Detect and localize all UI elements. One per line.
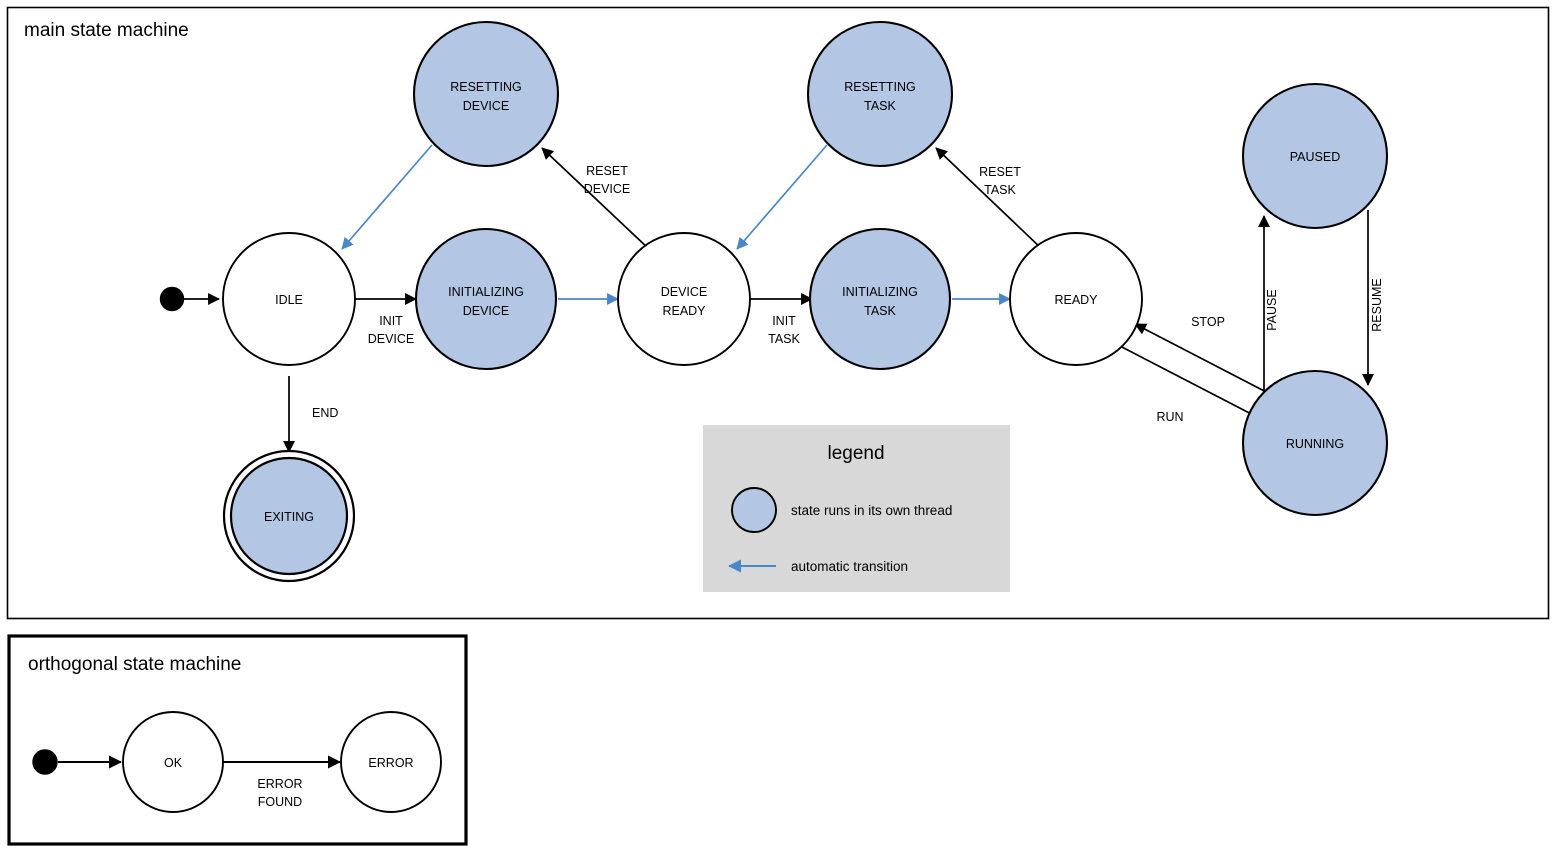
state-exiting-circle[interactable] [229,456,349,576]
legend-automatic-transition-text: automatic transition [791,559,908,574]
legend-threaded-state-text: state runs in its own thread [791,503,952,518]
state-running-label: RUNNING [1286,437,1344,451]
state-initializing-device-circle[interactable] [414,227,558,371]
legend: legend state runs in its own thread auto… [703,425,1010,592]
state-ready-label: READY [1054,293,1098,307]
orthogonal-state-error[interactable]: ERROR [340,711,442,813]
transition-start-idle [159,286,220,312]
legend-title: legend [827,443,884,464]
state-resetting-task[interactable]: RESETTING TASK [806,20,954,168]
transition-ready-resetting-task: RESET TASK [935,147,1044,251]
edge-label-reset-device-line1: RESET [586,164,628,178]
state-resetting-task-label-line1: RESETTING [844,80,916,94]
state-paused[interactable]: PAUSED [1241,82,1389,230]
edge-label-init-device-line1: INIT [379,314,403,328]
main-transitions: INIT DEVICE RESET DEVICE END INIT TASK [159,144,1384,453]
legend-threaded-state-icon [731,487,777,533]
orthogonal-transition-start-ok [32,749,123,775]
edge-label-init-task-line2: TASK [768,332,800,346]
edge-label-reset-device-line2: DEVICE [584,182,631,196]
edge-label-stop: STOP [1191,315,1225,329]
transition-device-ready-init-task: INIT TASK [750,293,813,346]
state-initializing-device-label-line1: INITIALIZING [448,285,524,299]
state-initializing-task-label-line1: INITIALIZING [842,285,918,299]
state-paused-circle[interactable] [1241,82,1389,230]
state-device-ready[interactable]: DEVICE READY [617,232,751,366]
orthogonal-state-ok[interactable]: OK [122,711,224,813]
main-frame-title: main state machine [24,20,189,41]
resetting-task-device-ready-arrow [736,144,828,250]
state-device-ready-label-line1: DEVICE [661,285,708,299]
edge-label-reset-task-line2: TASK [984,183,1016,197]
transition-idle-exiting: END [283,376,338,453]
state-device-ready-label-line2: READY [662,304,706,318]
transition-running-ready: STOP [1134,315,1271,395]
state-ready-circle[interactable] [1009,232,1143,366]
orthogonal-transition-ok-error: ERROR FOUND [222,755,342,809]
state-resetting-device-label-line2: DEVICE [463,99,510,113]
state-idle-label: IDLE [275,293,303,307]
orthogonal-state-error-label: ERROR [368,756,413,770]
legend-entry-threaded-state: state runs in its own thread [731,487,952,533]
transition-idle-init-device: INIT DEVICE [354,293,417,346]
transition-ready-running: RUN [1117,344,1260,424]
edge-label-init-task-line1: INIT [772,314,796,328]
orthogonal-frame-title: orthogonal state machine [28,654,241,675]
orthogonal-state-ok-circle[interactable] [122,711,224,813]
state-idle-circle[interactable] [222,232,356,366]
edge-label-run: RUN [1156,410,1183,424]
orthogonal-edge-label-line2: FOUND [258,795,302,809]
state-initializing-device[interactable]: INITIALIZING DEVICE [414,227,558,371]
orthogonal-state-ok-label: OK [164,756,183,770]
state-running-circle[interactable] [1241,369,1389,517]
edge-label-resume: RESUME [1370,278,1384,331]
edge-label-pause: PAUSE [1265,289,1279,330]
transition-resetting-device-idle [341,144,433,250]
transition-device-ready-resetting-device: RESET DEVICE [541,147,651,251]
legend-entry-automatic-transition: automatic transition [727,559,908,574]
state-initializing-task-circle[interactable] [808,227,952,371]
orthogonal-edge-label-line1: ERROR [257,777,302,791]
state-resetting-task-label-line2: TASK [864,99,896,113]
state-paused-label: PAUSED [1290,150,1340,164]
edge-label-end: END [312,406,338,420]
state-initializing-task-label-line2: TASK [864,304,896,318]
main-states: IDLE RESETTING DEVICE INITIALIZING DEVIC… [222,20,1389,583]
orthogonal-initial-state-dot [32,749,58,775]
transition-resetting-task-device-ready [736,144,828,250]
transition-running-paused: PAUSE [1258,215,1279,405]
ready-running-arrow [1117,344,1260,419]
transition-paused-running: RESUME [1362,210,1384,386]
state-running[interactable]: RUNNING [1241,369,1389,517]
state-resetting-device-circle[interactable] [412,20,560,168]
state-initializing-device-label-line2: DEVICE [463,304,510,318]
orthogonal-state-machine-frame: orthogonal state machine ERROR FOUND OK … [7,634,468,846]
ready-resetting-task-arrow [935,147,1044,251]
edge-label-reset-task-line1: RESET [979,165,1021,179]
state-resetting-device[interactable]: RESETTING DEVICE [412,20,560,168]
orthogonal-state-error-circle[interactable] [340,711,442,813]
state-ready[interactable]: READY [1009,232,1143,366]
initial-state-dot [159,286,185,312]
resetting-device-idle-arrow [341,144,433,250]
device-ready-resetting-device-arrow [541,147,651,251]
running-ready-arrow [1134,323,1271,395]
edge-label-init-device-line2: DEVICE [368,332,415,346]
state-idle[interactable]: IDLE [222,232,356,366]
state-exiting-label: EXITING [264,510,314,524]
state-exiting[interactable]: EXITING [222,449,356,583]
state-resetting-device-label-line1: RESETTING [450,80,522,94]
state-initializing-task[interactable]: INITIALIZING TASK [808,227,952,371]
state-resetting-task-circle[interactable] [806,20,954,168]
state-device-ready-circle[interactable] [617,232,751,366]
